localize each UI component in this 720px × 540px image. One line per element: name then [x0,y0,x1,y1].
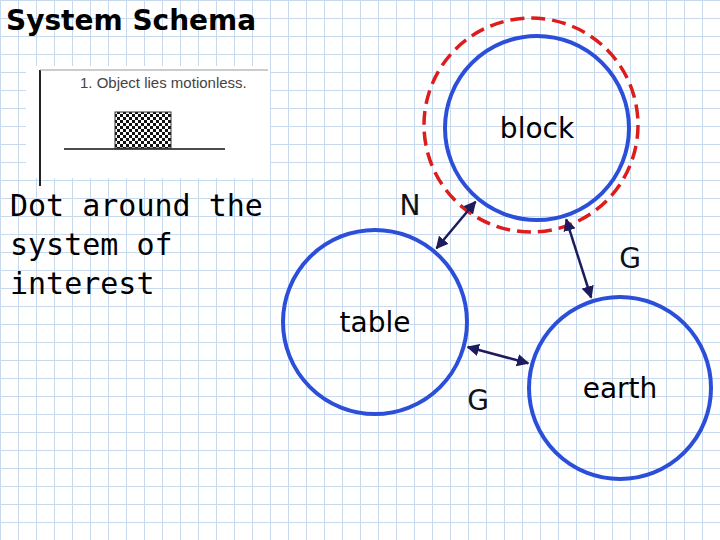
node-text-group: earth [583,372,658,405]
object-circle: table [281,228,469,416]
interaction-arrow [468,347,529,363]
instruction-note: Dot around the system of interest [10,186,300,303]
system-boundary [424,18,638,232]
interaction-arrow [437,202,476,249]
block-figure [115,112,171,148]
inset-panel [26,66,270,178]
inset-border [40,70,268,71]
interaction-arrow [566,219,591,297]
circle-outline [283,230,467,414]
diagram-title: System Schema [6,4,256,37]
node-text-group: block [500,112,574,145]
force-label: G [467,384,489,417]
circle-outline [445,36,629,220]
scenario-caption: 1. Object lies motionless. [80,74,266,92]
node-text-group: table [340,306,411,339]
node-label: table [340,306,411,339]
table-surface [64,148,225,150]
object-circle: block [443,34,631,222]
node-label: earth [583,372,658,405]
force-label: N [400,189,421,222]
node-label: block [500,112,574,145]
object-circle: earth [527,295,713,481]
inset-border [39,70,41,186]
force-label: G [619,242,641,275]
circle-outline [529,297,711,479]
